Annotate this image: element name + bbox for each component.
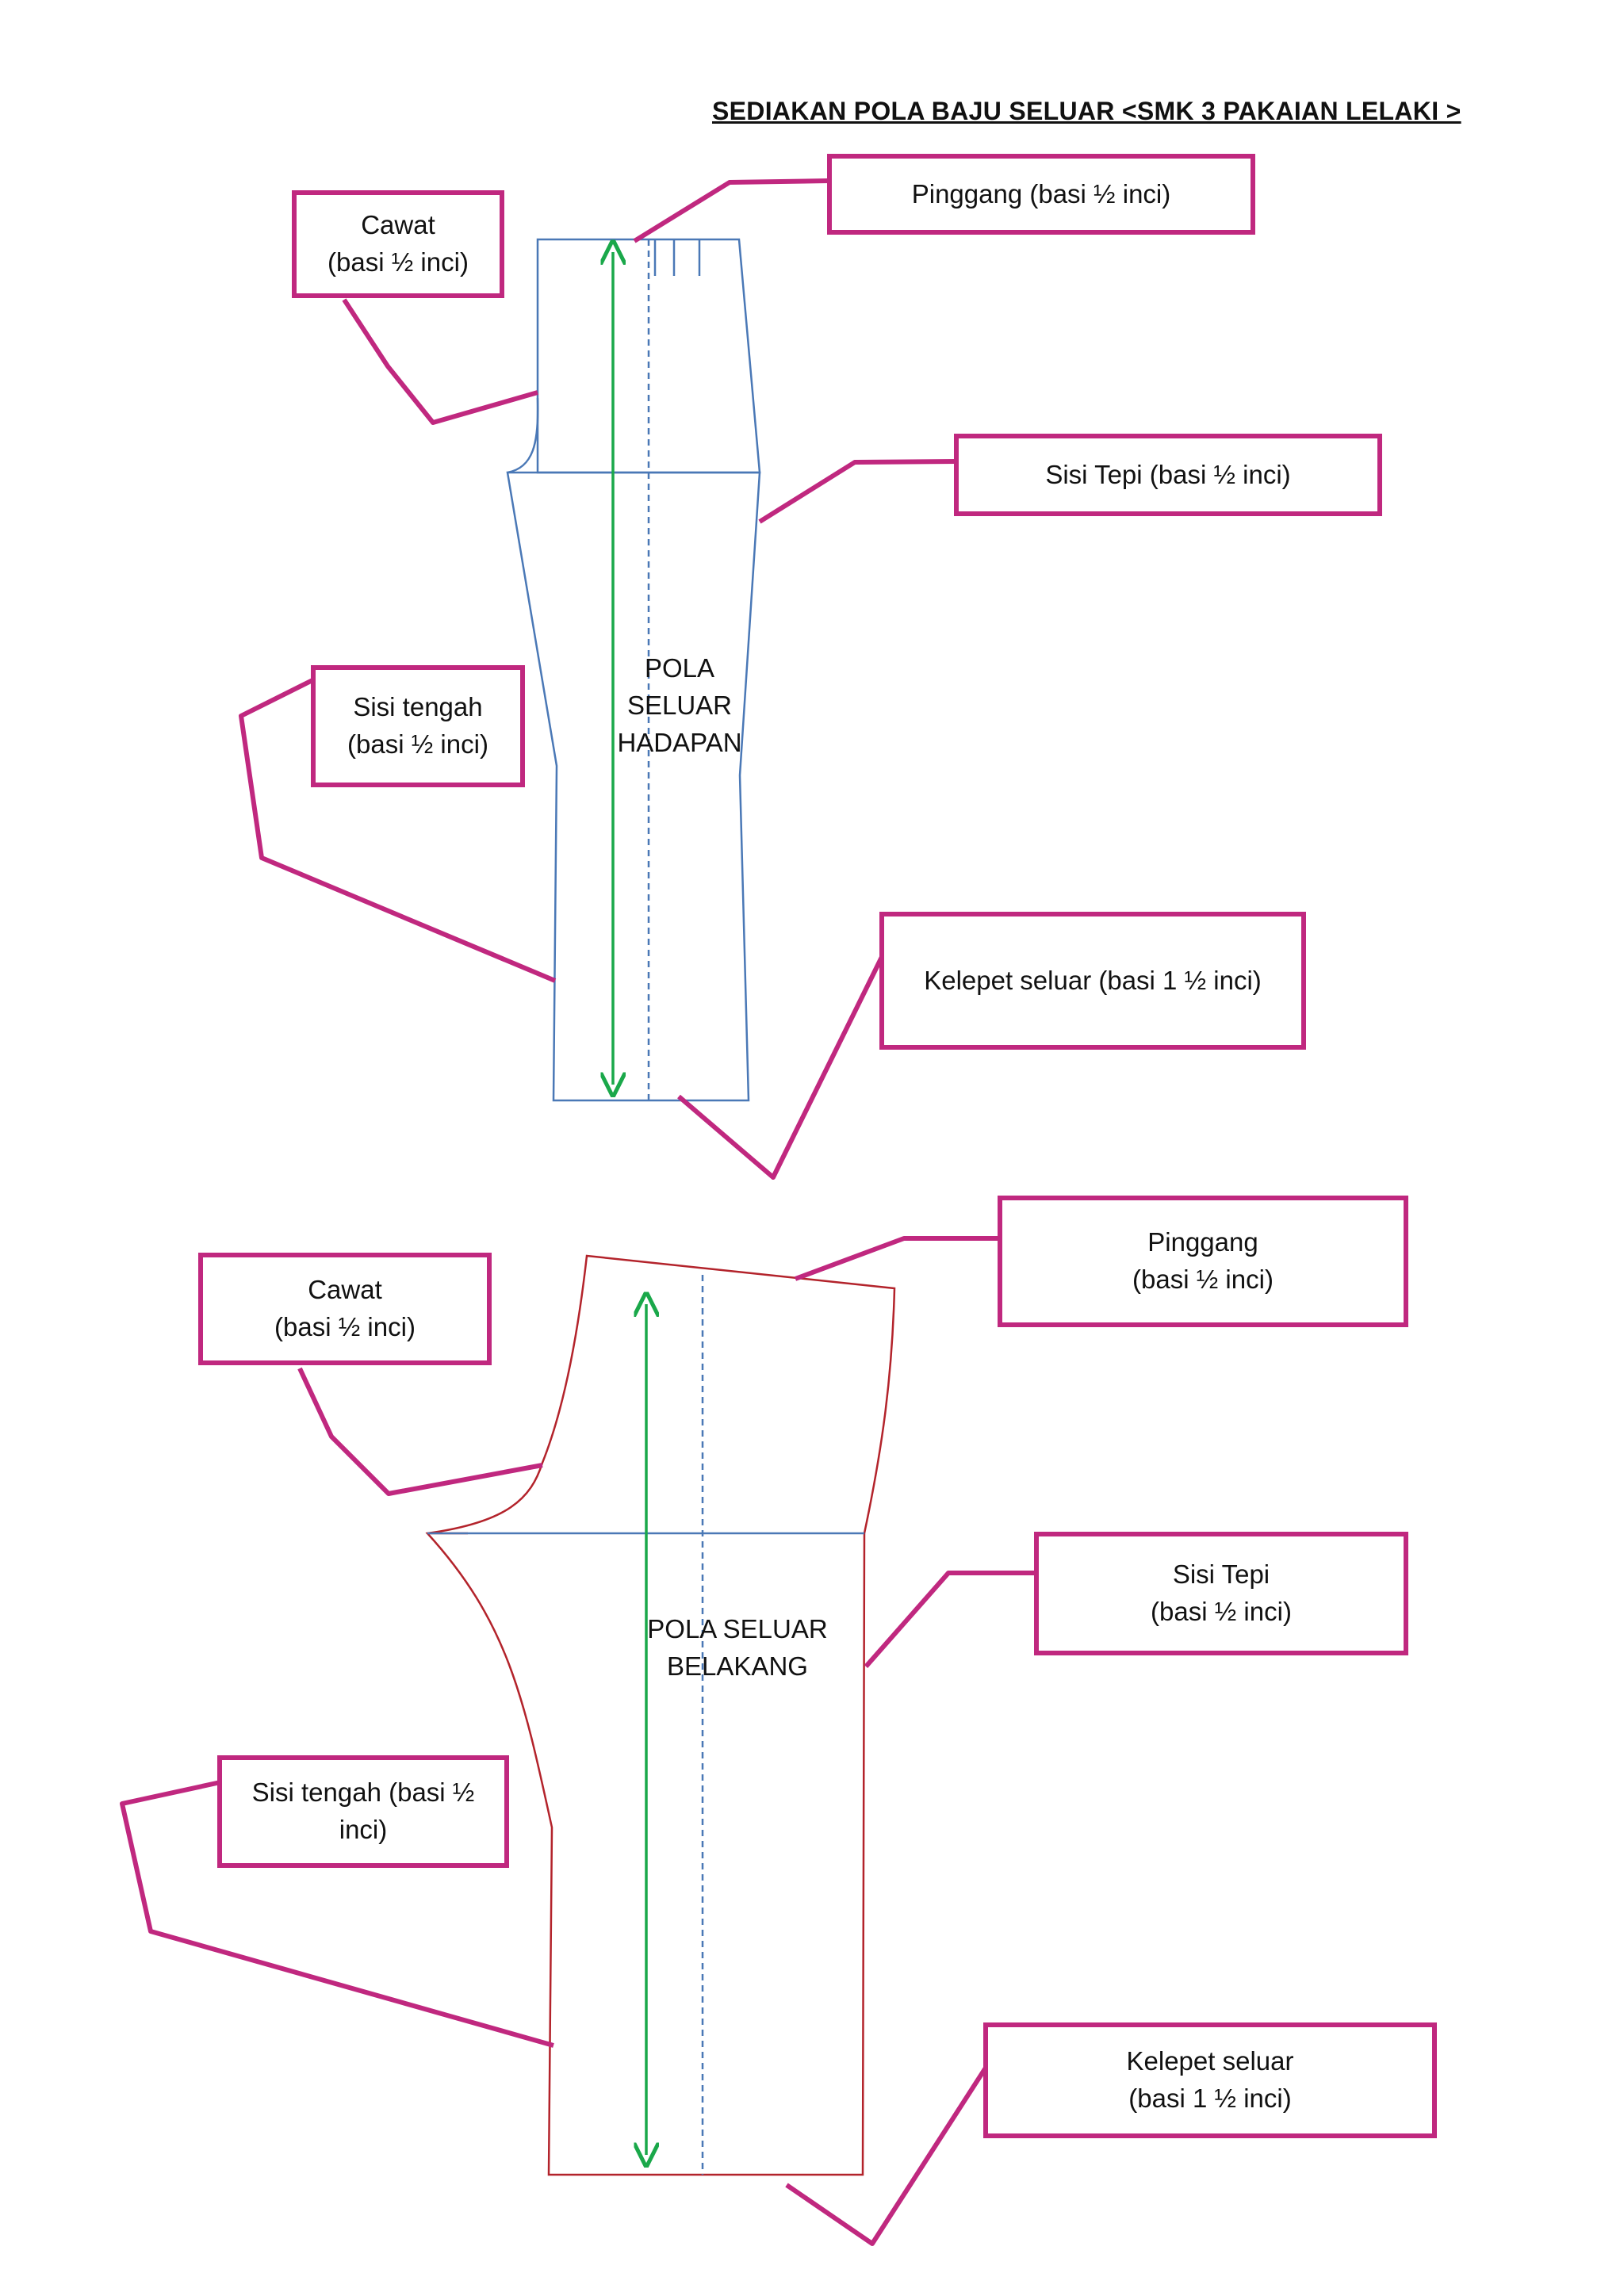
page-title: SEDIAKAN POLA BAJU SELUAR <SMK 3 PAKAIAN…: [712, 97, 1461, 125]
back-sisi-tepi-leader: [864, 1571, 1037, 1668]
front-crotch-curve: [507, 397, 539, 474]
back-kelepet-callout: Kelepet seluar (basi 1 ½ inci): [983, 2022, 1437, 2138]
front-cawat-callout: Cawat (basi ½ inci): [292, 190, 504, 298]
back-pinggang-leader: [794, 1236, 1001, 1281]
back-pattern-label: POLA SELUAR BELAKANG: [647, 1614, 828, 1681]
front-leg-outline: [506, 471, 761, 1102]
front-pinggang-callout: Pinggang (basi ½ inci): [827, 154, 1255, 235]
back-pattern-outline: [425, 1254, 896, 2176]
back-kelepet-leader: [785, 2064, 990, 2246]
front-sisi-tepi-leader: [758, 459, 957, 524]
back-sisi-tengah-callout: Sisi tengah (basi ½ inci): [217, 1755, 509, 1868]
back-cawat-callout: Cawat (basi ½ inci): [198, 1253, 492, 1365]
back-full-outline: [425, 1254, 896, 2176]
front-cawat-leader: [342, 298, 538, 425]
back-cawat-leader: [297, 1367, 543, 1496]
front-pattern-label: POLA SELUAR HADAPAN: [617, 653, 742, 757]
front-kelepet-callout: Kelepet seluar (basi 1 ½ inci): [879, 912, 1306, 1050]
back-sisi-tepi-callout: Sisi Tepi (basi ½ inci): [1034, 1532, 1408, 1655]
back-pinggang-callout: Pinggang (basi ½ inci): [998, 1196, 1408, 1327]
front-sisi-tengah-leader: [239, 678, 557, 983]
front-pinggang-leader: [633, 178, 830, 243]
front-kelepet-leader: [677, 955, 884, 1180]
front-sisi-tepi-callout: Sisi Tepi (basi ½ inci): [954, 434, 1382, 516]
front-sisi-tengah-callout: Sisi tengah (basi ½ inci): [311, 665, 525, 787]
back-sisi-tengah-leader: [120, 1780, 554, 2048]
